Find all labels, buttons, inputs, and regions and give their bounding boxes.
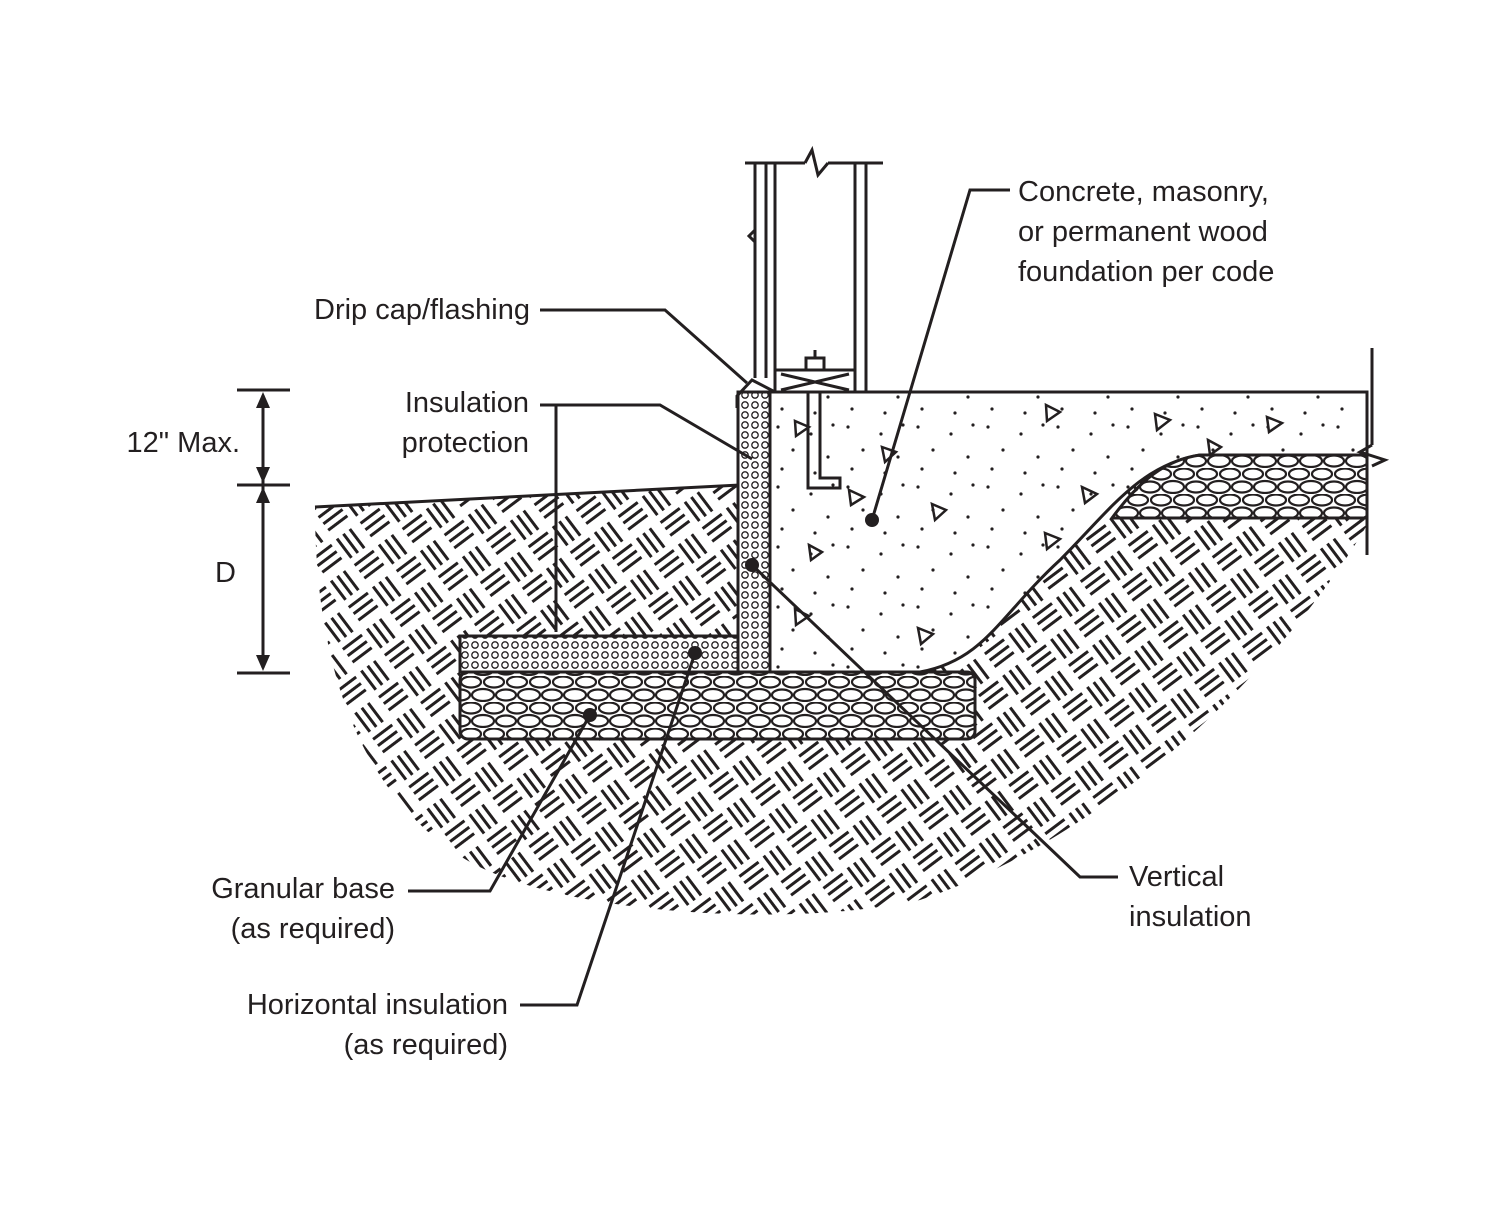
horizontal-insulation-line-2: (as required) (343, 1029, 508, 1061)
vertical-insulation-line-1: Vertical (1129, 861, 1225, 893)
wall-framing (745, 145, 883, 394)
drip-cap (735, 378, 776, 408)
soil-outline (314, 483, 741, 509)
insulation-protection-label: Insulation protection (300, 383, 529, 463)
depth-label: D (215, 557, 236, 589)
anchor-bolt (804, 350, 842, 490)
concrete-label-line-1: Concrete, masonry, (1018, 176, 1269, 208)
insulation-protection-line-1: Insulation (404, 387, 529, 419)
leader-lines (408, 188, 1118, 1007)
concrete-aggregate (793, 402, 1285, 647)
vertical-insulation-label: Vertical insulation (1129, 857, 1252, 937)
horizontal-insulation (458, 634, 742, 674)
gravel-under-slab (1109, 453, 1369, 520)
horizontal-insulation-line-1: Horizontal insulation (246, 989, 508, 1021)
granular-base-line-1: Granular base (211, 873, 395, 905)
insulation-protection-line-2: protection (401, 427, 529, 459)
concrete-label: Concrete, masonry, or permanent wood fou… (1018, 172, 1274, 292)
granular-base-line-2: (as required) (230, 913, 395, 945)
concrete-label-line-2: or permanent wood (1018, 216, 1268, 248)
twelve-max-label: 12" Max. (126, 427, 240, 459)
vertical-insulation (736, 390, 772, 674)
horizontal-insulation-label: Horizontal insulation (as required) (150, 985, 508, 1065)
dimension-lines (237, 388, 290, 675)
vertical-insulation-line-2: insulation (1129, 901, 1252, 933)
concrete-label-line-3: foundation per code (1018, 256, 1275, 288)
leader-dots (583, 513, 879, 722)
granular-base-label: Granular base (as required) (100, 869, 395, 949)
drip-cap-label: Drip cap/flashing (314, 294, 530, 326)
